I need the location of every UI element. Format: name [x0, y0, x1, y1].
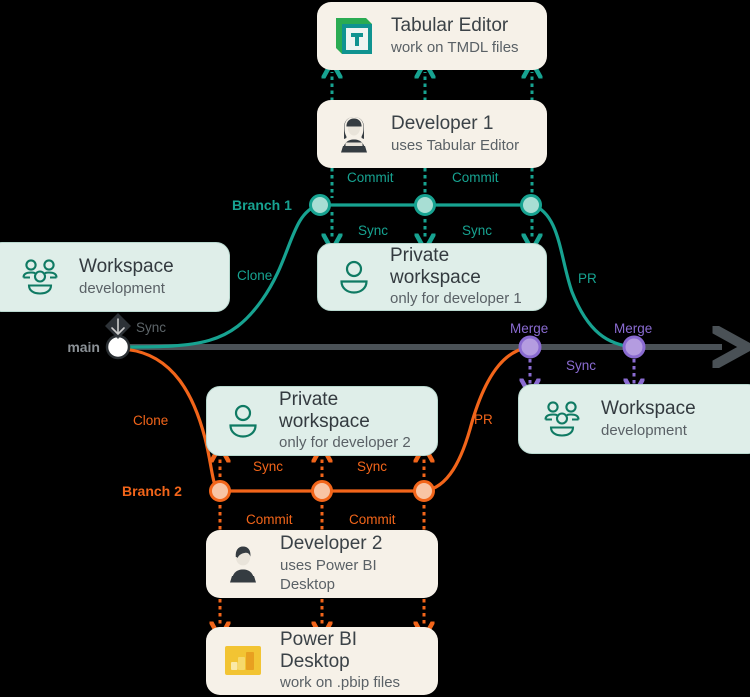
card-subtitle: uses Power BI Desktop [280, 557, 377, 593]
branch1-node-1 [309, 194, 331, 216]
main-sync-label: Sync [136, 320, 166, 335]
branch1-sync-label-2: Sync [462, 223, 492, 238]
branch1-pr-curve [530, 203, 636, 349]
card-workspace-left[interactable]: Workspace development [0, 242, 230, 312]
merge-sync-label: Sync [566, 358, 596, 373]
main-label: main [67, 339, 100, 355]
single-person-icon [332, 255, 376, 299]
card-power-bi-desktop[interactable]: Power BI Desktop work on .pbip files [206, 627, 438, 695]
merge-label-2: Merge [614, 321, 652, 336]
branch2-clone-label: Clone [133, 413, 168, 428]
card-title: Workspace [79, 255, 174, 277]
branch2-sync-label-1: Sync [253, 459, 283, 474]
card-title: Power BI Desktop [280, 628, 358, 672]
power-bi-logo [220, 638, 266, 684]
card-subtitle: work on .pbip files [280, 674, 401, 692]
branch1-sync-label-1: Sync [358, 223, 388, 238]
card-subtitle: uses Tabular Editor [391, 136, 520, 154]
main-sync-icon [105, 313, 131, 339]
branch1-commit-label-2: Commit [452, 170, 499, 185]
card-private-workspace-2[interactable]: Private workspace only for developer 2 [206, 386, 438, 456]
card-title: Developer 1 [391, 112, 494, 134]
card-title: Tabular Editor [391, 14, 509, 36]
card-developer-2[interactable]: Developer 2 uses Power BI Desktop [206, 530, 438, 598]
card-title: Private workspace [390, 244, 481, 288]
branch1-commit-label-1: Commit [347, 170, 394, 185]
card-subtitle: work on TMDL files [391, 38, 519, 56]
card-subtitle: development [601, 421, 687, 439]
merge-label-1: Merge [510, 321, 548, 336]
card-tabular-editor[interactable]: Tabular Editor work on TMDL files [317, 2, 547, 70]
people-group-icon [17, 254, 63, 300]
card-title: Private workspace [279, 388, 370, 432]
branch1-pr-label: PR [578, 271, 597, 286]
card-workspace-right[interactable]: Workspace development [518, 384, 750, 454]
branch2-node-3 [413, 480, 435, 502]
branch1-clone-curve [120, 203, 320, 349]
branch1-label: Branch 1 [232, 197, 292, 213]
card-subtitle: development [79, 279, 165, 297]
people-group-icon [539, 396, 585, 442]
branch2-commit-label-2: Commit [349, 512, 396, 527]
main-node [105, 334, 131, 360]
card-developer-1[interactable]: Developer 1 uses Tabular Editor [317, 100, 547, 168]
branch2-sync-label-2: Sync [357, 459, 387, 474]
branch2-commit-label-1: Commit [246, 512, 293, 527]
developer-avatar-short-hair [220, 541, 266, 587]
developer-avatar-long-hair [331, 111, 377, 157]
card-subtitle: only for developer 2 [279, 434, 411, 452]
tabular-editor-logo [331, 13, 377, 59]
branch2-pr-curve [422, 345, 532, 493]
branch1-node-3 [520, 194, 542, 216]
card-title: Workspace [601, 397, 696, 419]
card-subtitle: only for developer 1 [390, 290, 522, 308]
single-person-icon [221, 399, 265, 443]
branch1-clone-label: Clone [237, 268, 272, 283]
branch2-pr-label: PR [474, 412, 493, 427]
branch1-node-2 [414, 194, 436, 216]
merge-node-2 [622, 335, 646, 359]
branch2-node-2 [311, 480, 333, 502]
branch2-label: Branch 2 [122, 483, 182, 499]
card-private-workspace-1[interactable]: Private workspace only for developer 1 [317, 243, 547, 311]
card-title: Developer 2 [280, 533, 383, 555]
branch2-clone-curve [120, 347, 222, 493]
branch2-node-1 [209, 480, 231, 502]
merge-node-1 [518, 335, 542, 359]
